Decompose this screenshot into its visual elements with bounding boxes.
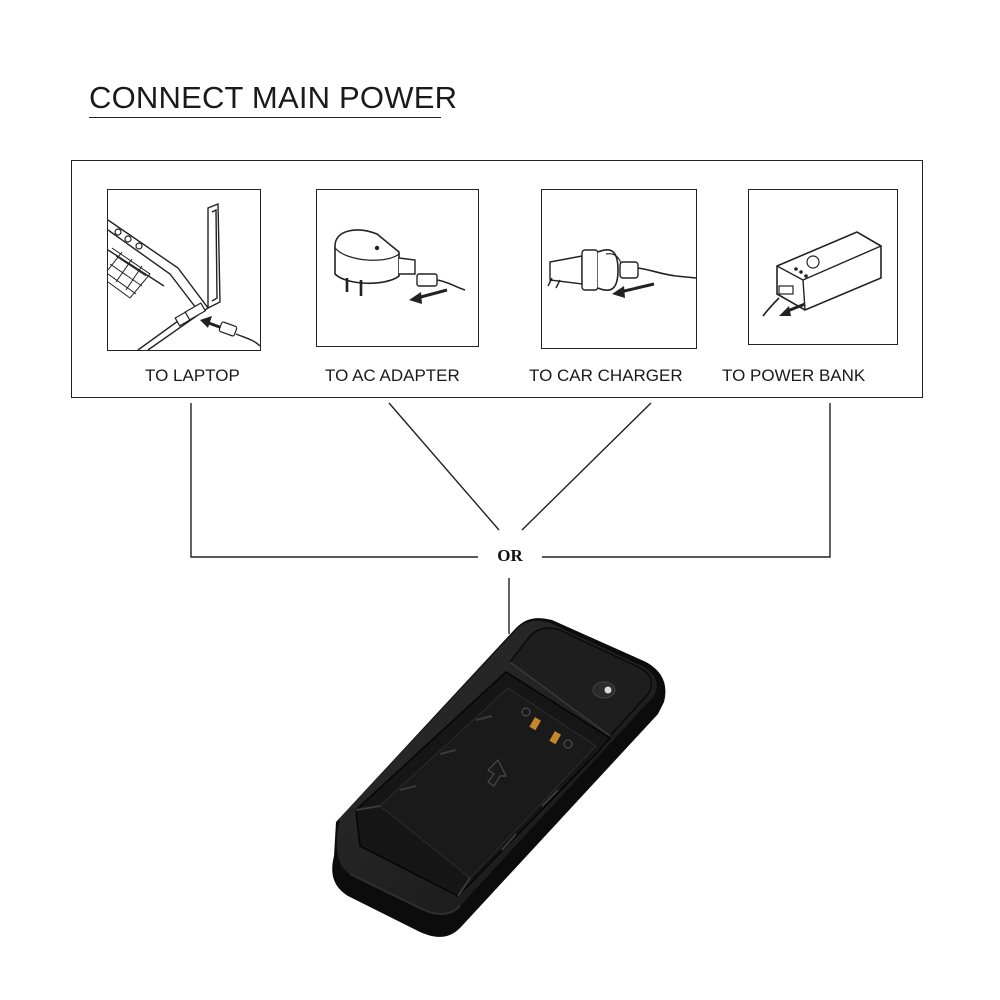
car-charger-icon [547, 248, 696, 298]
ac-adapter-card [316, 189, 479, 347]
option-label-car-charger: TO CAR CHARGER [529, 366, 683, 385]
title-underline [89, 117, 441, 118]
terminal-positive [549, 731, 561, 745]
power-bank-icon [762, 231, 882, 317]
battery-charger-icon [332, 618, 666, 937]
car-charger-connector [521, 402, 652, 531]
insert-arrow [487, 758, 507, 787]
or-label: OR [497, 546, 523, 565]
charger-head [508, 627, 653, 738]
diagram-title: CONNECT MAIN POWER [89, 80, 458, 115]
ac-adapter-connector [388, 402, 500, 531]
power-bank-connector [542, 403, 831, 558]
terminal-negative [529, 717, 541, 731]
car-charger-card [541, 189, 697, 349]
laptop-icon [108, 202, 260, 350]
laptop-card [107, 189, 261, 351]
option-label-ac-adapter: TO AC ADAPTER [325, 366, 460, 385]
laptop-connector [190, 403, 478, 558]
power-bank-card [748, 189, 898, 345]
option-label-power-bank: TO POWER BANK [722, 366, 866, 385]
power-options-panel [71, 160, 923, 398]
status-led [592, 681, 616, 699]
option-label-laptop: TO LAPTOP [145, 366, 240, 385]
ac-adapter-icon [334, 229, 466, 304]
